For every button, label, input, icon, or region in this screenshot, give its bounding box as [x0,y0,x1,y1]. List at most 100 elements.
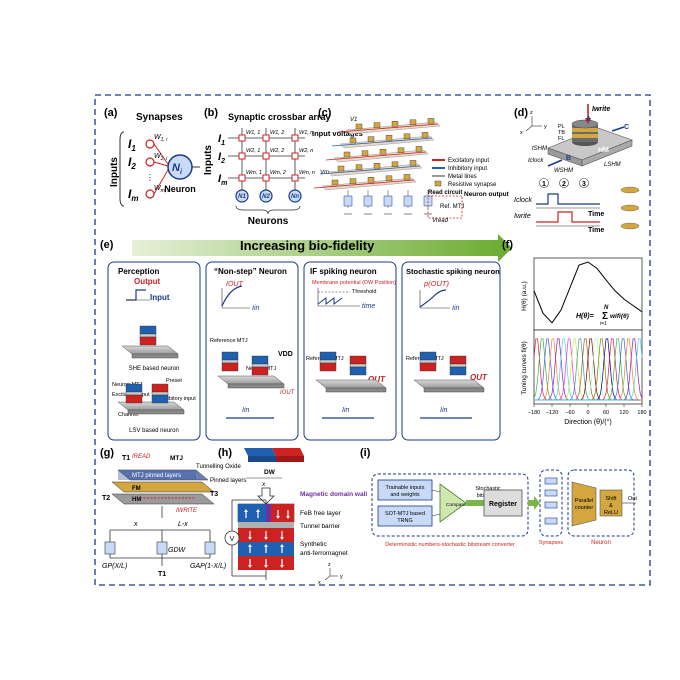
f-xtick-label: 60 [603,410,609,416]
ref-mtj: Ref. MTJ [440,204,464,210]
f-xtick-label: 180 [637,410,646,416]
crossbar-row-2: I2 [218,151,225,165]
h-dw: DW [264,469,276,476]
vread: Vread [432,218,449,224]
mtj-barrier [221,359,239,364]
magnetization-arrows [244,509,290,568]
mtj-layer [251,355,269,365]
f-xtick-label: −120 [546,410,558,416]
hm-slab-side [127,409,185,415]
input-voltages: Input voltages [312,129,363,138]
f-xtick-label: 120 [619,410,628,416]
box4-iin: Iin [452,305,460,312]
magnet-arrowhead [280,544,284,547]
fidelity-banner-arrow [132,234,512,262]
i-converter: Deterministic numbers-stochastic bitstre… [385,542,515,548]
w-2-n: W2, n [299,148,313,154]
i-parallel-2: counter [575,505,594,511]
f-xlabel: Direction (θ)/(°) [564,418,612,426]
crossbar-row-1: I1 [218,133,225,147]
panel-e-label: (e) [100,239,114,251]
i-shift-1: Shift [605,496,616,502]
crossbar-synapse [331,179,339,186]
mtj-layer [221,362,239,372]
neuron-nn: Nn [291,194,299,200]
weight-w1i: W1, i [154,134,168,143]
hm-slab-side [423,387,485,393]
pl-label: PL [558,124,565,130]
step-3: 3 [582,181,586,188]
crossbar-3d [313,118,441,215]
hm-slab-side [325,387,387,393]
point-c: C [624,124,629,131]
i-comparator: Comparator [446,502,472,508]
crossbar-synapse [391,120,399,127]
h-theta-curve [533,261,643,324]
box1-title: Perception [118,267,159,276]
box2-vdd: VDD [278,351,293,358]
i-shift-3: ReLU [604,510,618,516]
mtj-layer [151,383,169,393]
mtj-layer [139,325,157,335]
box2-iout2: IOUT [280,390,296,396]
crossbar-synapse [421,132,429,138]
i-stochastic-1: Stochastic [475,486,501,492]
box4-title: Stochastic spiking neuron [406,267,500,276]
g-hm: HM [132,497,141,503]
w-2-1: W2, 1 [246,148,260,154]
step-1: 1 [542,181,546,188]
inputs-label-b: Inputs [203,145,214,175]
outer-frame [94,94,651,586]
mtj-layer [319,362,337,372]
h-v: V [230,536,235,543]
formula-rest: wifi(θ) [610,313,629,320]
iclock-d: Iclock [528,158,544,164]
axis-x-d: x [520,130,523,136]
crossbar-synapse [355,123,363,130]
w-1-2: W1, 2 [270,130,284,136]
hm-slab [121,345,179,355]
axis-y-h: y [340,574,343,580]
i-trainable-1: Trainable inputs [386,485,425,491]
w-2-2: W2, 2 [270,148,284,154]
i-register: Register [489,501,517,508]
mtj-barrier [151,391,169,396]
mtj-barrier [251,363,269,368]
hm-slab-side [131,353,179,359]
hm-slab [217,375,285,385]
box4-pout: p(OUT) [423,279,450,288]
mtj-layer [151,394,169,404]
box1-device: SHE based neuron [129,366,180,372]
tb-label: TB [558,130,565,136]
formula-main: H(θ)= [576,313,594,320]
magnet-arrowhead [280,565,284,568]
mtj-barrier [125,391,143,396]
box1-inhibitory: Inhibitory input [160,396,196,402]
panel-c-label: (c) [318,107,332,119]
weight-w2i: W2, i [154,153,168,162]
mtj-barrier [139,333,157,338]
neurons-label-b: Neurons [248,216,289,227]
f-xtick-label: −60 [565,410,574,416]
crossbar-synapse [361,150,369,156]
crossbar-synapse [373,122,381,128]
legend-metal: Metal lines [448,174,477,180]
i-synapses: Synapses [539,540,563,546]
crossbar-line [331,137,433,147]
panel-i: (i) Trainable inputs and weights SOT-MTJ… [360,447,637,548]
f-ylabel-top: H(θ) (a.u.) [521,281,528,311]
crossbar-synapse [409,119,417,126]
axis-z-d: z [530,110,533,116]
panel-d: (d) Iwrite PL TB FL A B C HM tSHM Iclock… [514,104,640,234]
point-b: B [566,155,571,162]
panel-e: (e) Increasing bio-fidelity Perception O… [100,234,512,441]
crossbar-title: Synaptic crossbar array [228,112,331,122]
crossbar-line [319,165,421,175]
h-saf2: anti-ferromagnet [300,550,348,557]
crossbar-synapse [391,161,399,168]
mtj-layer [449,366,467,376]
crossbar-synapse [385,134,393,141]
neuron-n2: N2 [262,194,270,200]
